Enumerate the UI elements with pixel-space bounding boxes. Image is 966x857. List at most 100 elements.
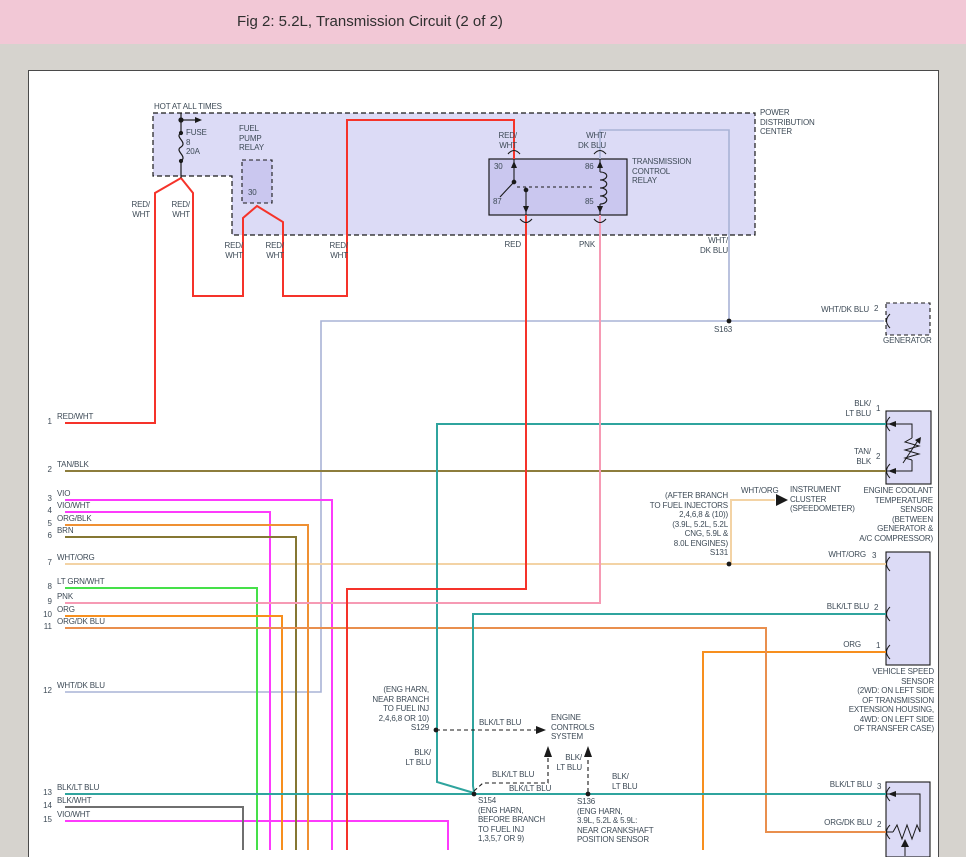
wire-org-dk-blu: [65, 627, 886, 833]
ect-pin-2: 2: [876, 452, 881, 461]
ect-pin2-wire-label: TAN/ BLK: [853, 447, 871, 466]
wire-wht-org: [65, 499, 886, 565]
ckp-sensor-symbol: [886, 791, 921, 856]
instrument-cluster-wire-label: WHT/ORG: [741, 486, 779, 495]
fuel-pump-relay-box: [241, 159, 273, 204]
wire-9-label: PNK: [57, 592, 73, 601]
wire-3-number: 3: [47, 494, 52, 503]
transmission-control-relay-label: TRANSMISSION CONTROL RELAY: [632, 157, 692, 185]
splice-s131-label: (AFTER BRANCH TO FUEL INJECTORS 2,4,6,8 …: [649, 491, 728, 557]
vss-pin2-wire-label: BLK/LT BLU: [826, 602, 869, 611]
ect-pin1-wire-label: BLK/ LT BLU: [845, 399, 872, 418]
wire-14-number: 14: [43, 801, 52, 810]
vss-sensor-label: VEHICLE SPEED SENSOR (2WD: ON LEFT SIDE …: [848, 667, 934, 733]
vss-pin1-wire-label: ORG: [843, 640, 861, 649]
generator-wire-label: WHT/DK BLU: [821, 305, 869, 314]
wire-vio-wht: [65, 511, 449, 850]
figure-title-bar: Fig 2: 5.2L, Transmission Circuit (2 of …: [0, 0, 966, 44]
wire-11-label: ORG/DK BLU: [57, 617, 105, 626]
wire-8-number: 8: [47, 582, 52, 591]
wire-blk-lt-blu: [65, 423, 886, 795]
splice-dots: [433, 318, 732, 797]
wire-11-number: 11: [43, 622, 52, 631]
wires: [65, 119, 886, 850]
wire-4-number: 4: [47, 506, 52, 515]
ect-sensor-label: ENGINE COOLANT TEMPERATURE SENSOR (BETWE…: [859, 486, 933, 543]
wire-14-label: BLK/WHT: [57, 796, 92, 805]
splice-s129-label: (ENG HARN, NEAR BRANCH TO FUEL INJ 2,4,6…: [372, 685, 429, 732]
wire-9-number: 9: [47, 597, 52, 606]
red-wht-label-pin30: RED/ WHT: [498, 131, 517, 150]
wire13-right-label: BLK/ LT BLU: [612, 772, 638, 791]
wire-org: [65, 615, 886, 850]
fuel-pump-relay-pin30: 30: [248, 188, 257, 197]
tcr-pin-87: 87: [493, 197, 502, 206]
wire-6-number: 6: [47, 531, 52, 540]
tcr-pin-86: 86: [585, 162, 594, 171]
wire-vio: [65, 499, 333, 850]
thermistor-symbol: [886, 421, 921, 474]
s129-branch-wire-label: BLK/LT BLU: [479, 718, 522, 727]
relay-internal-symbols: [499, 149, 608, 224]
red-wht-label-3: RED/ WHT: [224, 241, 243, 260]
vehicle-speed-sensor-box: [885, 551, 931, 666]
tcr-pin-85: 85: [585, 197, 594, 206]
pnk-label: PNK: [579, 240, 595, 249]
wire-4-label: VIO/WHT: [57, 501, 91, 510]
wht-dk-blu-label-pin86: WHT/ DK BLU: [578, 131, 606, 150]
engine-controls-system-label: ENGINE CONTROLS SYSTEM: [551, 713, 595, 741]
s154-branch-wire-label-2: BLK/LT BLU: [509, 784, 552, 793]
ckp-pin-2: 2: [877, 820, 882, 829]
wire-10-label: ORG: [57, 605, 75, 614]
wht-dk-blu-label-right: WHT/ DK BLU: [700, 236, 728, 255]
wire-10-number: 10: [43, 610, 52, 619]
splice-s154-label: S154 (ENG HARN, BEFORE BRANCH TO FUEL IN…: [478, 796, 545, 843]
splice-s136-label: S136 (ENG HARN, 3.9L, 5.2L & 5.9L: NEAR …: [577, 797, 654, 844]
generator-label: GENERATOR: [883, 336, 932, 345]
red-label: RED: [504, 240, 522, 249]
wire-1-label: RED/WHT: [57, 412, 94, 421]
wire-2-number: 2: [47, 465, 52, 474]
instrument-cluster-arrow: [776, 494, 788, 506]
wire-6-label: BRN: [57, 526, 74, 535]
wire-5-number: 5: [47, 519, 52, 528]
wire-1-number: 1: [47, 417, 52, 426]
s154-branch-wire-label-1: BLK/LT BLU: [492, 770, 535, 779]
ckp-pin-3: 3: [877, 782, 882, 791]
ckp-pin2-wire-label: ORG/DK BLU: [824, 818, 872, 827]
red-wht-label-1: RED/ WHT: [131, 200, 150, 219]
fuel-pump-relay-label: FUEL PUMP RELAY: [239, 124, 264, 152]
splice-s163-label: S163: [714, 325, 733, 334]
wire-12-label: WHT/DK BLU: [57, 681, 105, 690]
vss-pin-1: 1: [876, 641, 881, 650]
generator-pin-2: 2: [874, 304, 879, 313]
wire-3-label: VIO: [57, 489, 71, 498]
tcr-pin-30: 30: [494, 162, 503, 171]
wire-15-number: 15: [43, 815, 52, 824]
red-wht-label-4: RED/ WHT: [265, 241, 284, 260]
red-wht-label-5: RED/ WHT: [329, 241, 348, 260]
wire-lt-grn-wht: [65, 587, 258, 850]
power-distribution-center-label: POWER DISTRIBUTION CENTER: [760, 108, 815, 136]
wire-15-label: VIO/WHT: [57, 810, 91, 819]
wire-red: [65, 119, 527, 850]
wire-brn: [65, 536, 297, 850]
instrument-cluster-label: INSTRUMENT CLUSTER (SPEEDOMETER): [790, 485, 855, 513]
vss-pin-3: 3: [872, 551, 877, 560]
wire-blk-wht: [65, 806, 244, 850]
red-wht-label-2: RED/ WHT: [171, 200, 190, 219]
vss-pin3-wire-label: WHT/ORG: [828, 550, 866, 559]
figure-title: Fig 2: 5.2L, Transmission Circuit (2 of …: [237, 13, 503, 30]
wire-pnk: [65, 215, 601, 604]
hot-at-all-times-label: HOT AT ALL TIMES: [154, 102, 222, 111]
wire-12-number: 12: [43, 686, 52, 695]
vertical-blk-lt-blu-label: BLK/ LT BLU: [405, 748, 432, 767]
ect-pin-1: 1: [876, 404, 881, 413]
ckp-pin3-wire-label: BLK/LT BLU: [829, 780, 872, 789]
wire-2-label: TAN/BLK: [57, 460, 89, 469]
wire-7-number: 7: [47, 558, 52, 567]
fuse-label: FUSE 8 20A: [186, 128, 207, 156]
wire-13-label: BLK/LT BLU: [57, 783, 100, 792]
